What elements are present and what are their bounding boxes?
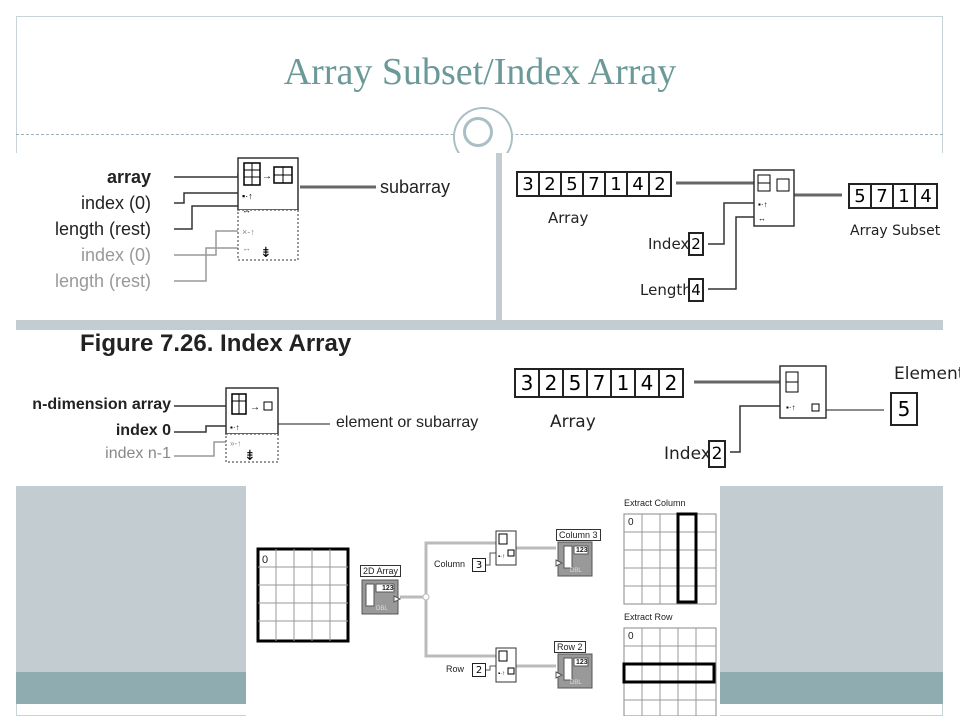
index-2d-diagram: ▪·↑ ▪·↑ bbox=[256, 512, 717, 716]
svg-text:▪·↑: ▪·↑ bbox=[786, 403, 796, 412]
array-cell: 4 bbox=[634, 368, 660, 398]
extract-row-origin: 0 bbox=[628, 631, 634, 642]
svg-text:»-↑: »-↑ bbox=[230, 439, 241, 448]
array-cell: 2 bbox=[538, 368, 564, 398]
indexn1-label: index n-1 bbox=[105, 445, 171, 462]
subset-example-wires: ▪·↑ ↔ bbox=[676, 169, 842, 290]
row-value: 2 bbox=[472, 663, 486, 677]
subset-example-panel: ▪·↑ ↔ 3 2 5 7 1 4 2 Array Index 2 Length… bbox=[502, 153, 943, 320]
array-cell: 3 bbox=[516, 171, 540, 197]
column-label: Column bbox=[434, 559, 466, 569]
element-label: Element bbox=[894, 364, 960, 384]
ndim-array-label: n-dimension array bbox=[32, 396, 171, 413]
svg-text:⇟: ⇟ bbox=[244, 447, 256, 463]
subset-cell: 1 bbox=[892, 183, 916, 209]
subset-input-array: 3 2 5 7 1 4 2 bbox=[516, 171, 672, 197]
element-value: 5 bbox=[890, 392, 918, 426]
out-column-dbl: DBL bbox=[570, 568, 582, 574]
index-2d-panel: ▪·↑ ▪·↑ bbox=[246, 486, 720, 716]
subset-index-label: Index bbox=[648, 235, 690, 253]
subset-length-label: Length bbox=[640, 281, 692, 299]
extract-row-label: Extract Row bbox=[624, 612, 673, 622]
svg-text:▪·↑: ▪·↑ bbox=[498, 671, 505, 677]
array-cell: 5 bbox=[562, 368, 588, 398]
subset-cell: 5 bbox=[848, 183, 872, 209]
svg-text:↔: ↔ bbox=[242, 205, 251, 215]
extract-column-grid bbox=[623, 512, 717, 605]
subset-cell: 4 bbox=[914, 183, 938, 209]
array-cell: 7 bbox=[582, 171, 606, 197]
array-cell: 2 bbox=[658, 368, 684, 398]
array-cell: 1 bbox=[604, 171, 628, 197]
slide-title: Array Subset/Index Array bbox=[283, 51, 677, 93]
subset-terminals-panel: → ▪·↑ ↔ ×-↑ ↔ ⇟ array index (0) length (… bbox=[16, 153, 496, 320]
terminal-index-label-2: index (0) bbox=[80, 245, 151, 265]
array-cell: 2 bbox=[648, 171, 672, 197]
subset-array-label: Array bbox=[548, 209, 589, 227]
input-2d-grid bbox=[256, 547, 350, 643]
figure-caption: Figure 7.26. Index Array bbox=[80, 330, 352, 357]
svg-text:▪·↑: ▪·↑ bbox=[230, 423, 240, 432]
subset-node-diagram: → ▪·↑ ↔ ×-↑ ↔ ⇟ bbox=[174, 157, 376, 282]
subset-index-value: 2 bbox=[688, 232, 704, 256]
index-array-label: Array bbox=[550, 412, 596, 432]
input-grid-origin: 0 bbox=[262, 554, 269, 566]
subset-cell: 7 bbox=[870, 183, 894, 209]
index-node-diagram: → ▪·↑ »-↑ ⇟ bbox=[174, 387, 330, 463]
array-cell: 7 bbox=[586, 368, 612, 398]
index-index-label: Index bbox=[664, 444, 711, 464]
panel-separator bbox=[496, 153, 502, 320]
extract-column-origin: 0 bbox=[628, 517, 634, 528]
index-example-wires: ▪·↑ bbox=[694, 365, 884, 453]
array-2d-label: 2D Array bbox=[360, 565, 402, 577]
array-cell: 1 bbox=[610, 368, 636, 398]
column-value: 3 bbox=[472, 558, 486, 572]
terminal-array-label: array bbox=[106, 167, 151, 187]
stripe-mid bbox=[16, 320, 943, 330]
element-or-subarray-label: element or subarray bbox=[336, 414, 479, 431]
row-label: Row bbox=[446, 664, 465, 674]
out-row-label: Row 2 bbox=[554, 641, 586, 653]
svg-text:↔: ↔ bbox=[758, 214, 766, 223]
terminal-subarray-label: subarray bbox=[380, 177, 451, 197]
out-column-type: 123 bbox=[576, 547, 588, 554]
index-array-panel: Figure 7.26. Index Array → ▪·↑ »-↑ ⇟ n-d… bbox=[0, 330, 960, 486]
subset-output-array: 5 7 1 4 bbox=[848, 183, 938, 209]
terminal-length-label-2: length (rest) bbox=[54, 271, 151, 291]
extract-row-grid bbox=[622, 627, 717, 716]
svg-text:▪·↑: ▪·↑ bbox=[758, 200, 768, 209]
svg-text:↔: ↔ bbox=[242, 243, 251, 253]
svg-text:→: → bbox=[262, 171, 272, 182]
array-cell: 2 bbox=[538, 171, 562, 197]
svg-text:▪·↑: ▪·↑ bbox=[498, 554, 505, 560]
subset-output-label: Array Subset bbox=[850, 223, 941, 239]
array-2d-type: 123 bbox=[382, 585, 394, 592]
divider-ornament-inner-icon bbox=[463, 117, 493, 147]
terminal-length-label: length (rest) bbox=[54, 219, 151, 239]
array-cell: 5 bbox=[560, 171, 584, 197]
array-2d-dbl: DBL bbox=[376, 606, 388, 612]
terminal-index-label: index (0) bbox=[80, 193, 151, 213]
subset-length-value: 4 bbox=[688, 278, 704, 302]
index-input-array: 3 2 5 7 1 4 2 bbox=[514, 368, 684, 398]
out-row-type: 123 bbox=[576, 659, 588, 666]
array-cell: 3 bbox=[514, 368, 540, 398]
svg-text:→: → bbox=[250, 402, 260, 413]
array-cell: 4 bbox=[626, 171, 650, 197]
extract-column-label: Extract Column bbox=[624, 498, 686, 508]
svg-text:▪·↑: ▪·↑ bbox=[242, 191, 253, 201]
svg-text:⇟: ⇟ bbox=[260, 244, 272, 260]
out-row-dbl: DBL bbox=[570, 680, 582, 686]
index-index-value: 2 bbox=[708, 440, 726, 468]
index0-label: index 0 bbox=[115, 422, 171, 439]
out-column-label: Column 3 bbox=[556, 529, 601, 541]
svg-text:×-↑: ×-↑ bbox=[242, 227, 255, 237]
